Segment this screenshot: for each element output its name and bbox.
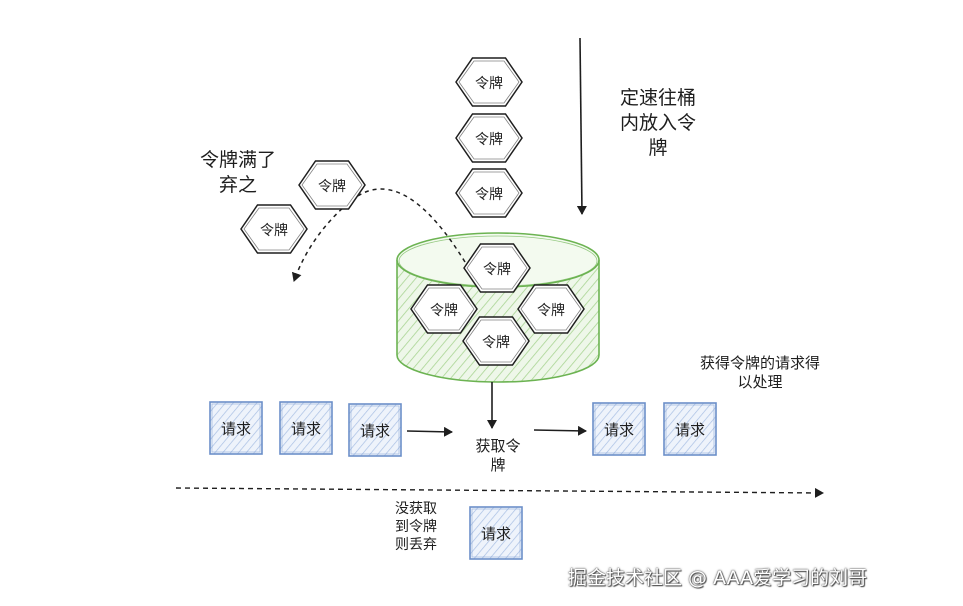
processed-label: 获得令牌的请求得 以处理 xyxy=(699,354,820,391)
token-label: 令牌 xyxy=(475,186,503,203)
refill-arrow xyxy=(576,37,587,215)
timeline-arrow xyxy=(175,487,824,498)
request-out-arrow xyxy=(533,425,587,436)
request-rejected: 请求 xyxy=(469,506,523,560)
request-incoming-1: 请求 xyxy=(209,401,263,455)
request-in-arrow xyxy=(406,426,453,437)
token-discarded-1: 令牌 xyxy=(298,160,366,210)
request-processed-2: 请求 xyxy=(663,402,717,456)
request-label: 请求 xyxy=(604,421,634,439)
request-processed-1: 请求 xyxy=(592,402,646,456)
token-in-bucket-3: 令牌 xyxy=(517,284,585,334)
request-incoming-3: 请求 xyxy=(348,403,402,457)
token-label: 令牌 xyxy=(483,261,511,278)
constant-rate-label: 定速往桶 内放入令 牌 xyxy=(619,87,696,159)
token-label: 令牌 xyxy=(537,302,565,319)
token-discarded-2: 令牌 xyxy=(240,204,308,254)
watermark: 掘金技术社区 @ AAA爱学习的刘哥 xyxy=(568,567,868,589)
obtain-token-label: 获取令 牌 xyxy=(475,437,521,474)
token-label: 令牌 xyxy=(318,178,346,195)
token-label: 令牌 xyxy=(260,222,288,239)
request-label: 请求 xyxy=(675,421,705,439)
request-label: 请求 xyxy=(221,420,251,438)
token-in-bucket-1: 令牌 xyxy=(463,243,531,293)
discard-when-full-label: 令牌满了 弃之 xyxy=(199,149,276,196)
request-label: 请求 xyxy=(360,422,390,440)
token-label: 令牌 xyxy=(430,302,458,319)
token-label: 令牌 xyxy=(482,334,510,351)
token-falling-1: 令牌 xyxy=(455,57,523,107)
request-label: 请求 xyxy=(481,525,511,543)
request-incoming-2: 请求 xyxy=(279,401,333,455)
request-label: 请求 xyxy=(291,420,321,438)
rejected-label: 没获取 到令牌 则丢弃 xyxy=(395,501,437,553)
token-label: 令牌 xyxy=(475,75,503,92)
token-falling-3: 令牌 xyxy=(455,168,523,218)
token-in-bucket-4: 令牌 xyxy=(462,316,530,366)
token-falling-2: 令牌 xyxy=(455,113,523,163)
token-label: 令牌 xyxy=(475,131,503,148)
token-in-bucket-2: 令牌 xyxy=(410,284,478,334)
